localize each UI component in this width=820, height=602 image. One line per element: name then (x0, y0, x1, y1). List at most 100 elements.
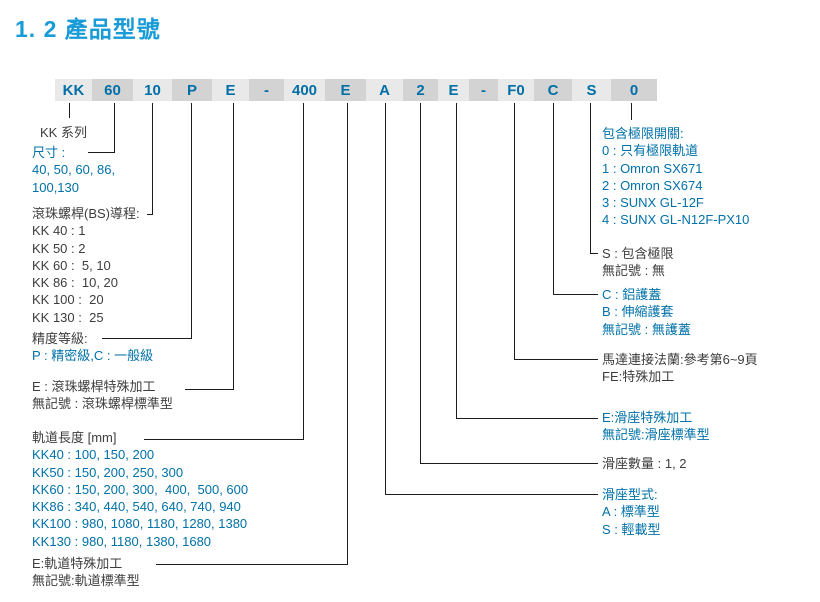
model-segment-5: E (212, 79, 249, 101)
connector-line (385, 494, 598, 495)
callout-line: KK100 : 980, 1080, 1180, 1280, 1380 (32, 516, 248, 532)
callout-block-special: E:滑座特殊加工無記號:滑座標準型 (602, 409, 710, 444)
model-segment-15: S (572, 79, 611, 101)
model-segment-6: - (249, 79, 284, 101)
callout-line: 1 : Omron SX671 (602, 160, 703, 176)
callout-line: 無記號 : 滾珠螺桿標準型 (32, 396, 173, 412)
model-segment-11: E (438, 79, 469, 101)
model-segment-2: 60 (92, 79, 133, 101)
callout-line: KK50 : 150, 200, 250, 300 (32, 464, 184, 480)
connector-line (69, 103, 70, 118)
callout-line: 無記號 : 無 (602, 263, 665, 279)
model-segment-9: A (366, 79, 403, 101)
model-segment-12: - (469, 79, 498, 101)
callout-flange: 馬達連接法蘭:參考第6~9頁 FE:特殊加工 (602, 351, 758, 386)
callout-line: KK 系列 (40, 125, 87, 140)
callout-line: 軌道長度 [mm] (32, 430, 117, 445)
connector-line (114, 103, 115, 152)
callout-limit: S : 包含極限無記號 : 無 (602, 245, 674, 280)
callout-line: 無記號:滑座標準型 (602, 427, 710, 443)
connector-line (456, 418, 598, 419)
callout-line: 滑座數量 : 1, 2 (602, 456, 687, 471)
callout-line: 4 : SUNX GL-N12F-PX10 (602, 212, 750, 228)
model-segment-13: F0 (498, 79, 534, 101)
callout-line: 3 : SUNX GL-12F (602, 195, 704, 211)
connector-line (456, 103, 457, 418)
callout-line: S : 包含極限 (602, 246, 674, 261)
model-segment-3: 10 (133, 79, 172, 101)
model-segment-7: 400 (284, 79, 325, 101)
connector-line (102, 338, 192, 339)
callout-series: KK 系列 (40, 124, 87, 141)
callout-rail-special: E:軌道特殊加工無記號:軌道標準型 (32, 555, 140, 590)
callout-line: 100,130 (32, 179, 79, 195)
callout-cover: C : 鋁護蓋 B : 伸縮護套無記號 : 無護蓋 (602, 286, 691, 338)
model-segment-10: 2 (403, 79, 438, 101)
callout-line: 滾珠螺桿(BS)導程: (32, 206, 140, 221)
callout-line: S : 輕載型 (602, 521, 661, 537)
connector-line (185, 389, 234, 390)
callout-line: 40, 50, 60, 86, (32, 162, 116, 178)
callout-line: 尺寸 : (32, 145, 69, 160)
connector-line (88, 152, 115, 153)
callout-line: KK130 : 980, 1180, 1380, 1680 (32, 533, 212, 549)
connector-line (514, 103, 515, 359)
callout-line: KK40 : 100, 150, 200 (32, 447, 155, 463)
connector-line (233, 103, 234, 389)
callout-line: 無記號:軌道標準型 (32, 573, 140, 589)
callout-line: KK 130 : 25 (32, 309, 104, 325)
callout-line: 0 : 只有極限軌道 (602, 143, 699, 159)
callout-line: C : 鋁護蓋 (602, 287, 662, 302)
callout-line: FE:特殊加工 (602, 369, 675, 385)
callout-line: E:滑座特殊加工 (602, 410, 693, 425)
callout-line: KK86 : 340, 440, 540, 640, 740, 940 (32, 499, 241, 515)
callout-line: KK60 : 150, 200, 300, 400, 500, 600 (32, 481, 249, 497)
callout-line: 精度等級: (32, 331, 88, 346)
callout-line: P : 精密級,C : 一般級 (32, 348, 154, 364)
model-segment-16: 0 (611, 79, 657, 101)
connector-line (514, 359, 598, 360)
connector-line (420, 103, 421, 463)
connector-line (347, 103, 348, 564)
connector-line (156, 564, 348, 565)
page-title: 1. 2 產品型號 (15, 16, 161, 42)
callout-line: KK 100 : 20 (32, 292, 104, 308)
callout-line: 無記號 : 無護蓋 (602, 321, 691, 337)
connector-line (303, 103, 304, 439)
connector-line (152, 103, 153, 214)
connector-line (144, 439, 304, 440)
callout-line: A : 標準型 (602, 504, 660, 520)
callout-block-qty: 滑座數量 : 1, 2 (602, 455, 687, 472)
callout-bs-special: E : 滾珠螺桿特殊加工無記號 : 滾珠螺桿標準型 (32, 378, 173, 413)
model-segment-1: KK (55, 79, 92, 101)
connector-line (420, 463, 598, 464)
callout-line: KK 50 : 2 (32, 240, 86, 256)
callout-line: 馬達連接法蘭:參考第6~9頁 (602, 352, 758, 367)
callout-line: KK 86 : 10, 20 (32, 275, 119, 291)
model-segment-4: P (172, 79, 212, 101)
callout-line: E : 滾珠螺桿特殊加工 (32, 379, 156, 394)
connector-line (553, 103, 554, 294)
callout-line: B : 伸縮護套 (602, 304, 674, 320)
connector-line (191, 103, 192, 338)
callout-line: 包含極限開關: (602, 126, 684, 141)
callout-size: 尺寸 : 40, 50, 60, 86,100,130 (32, 144, 115, 196)
callout-precision: 精度等級: P : 精密級,C : 一般級 (32, 330, 153, 365)
callout-line: KK 60 : 5, 10 (32, 257, 111, 273)
callout-line: 2 : Omron SX674 (602, 177, 703, 193)
connector-line (147, 214, 153, 215)
connector-line (553, 294, 598, 295)
connector-line (631, 103, 632, 120)
connector-line (385, 103, 386, 494)
callout-line: 滑座型式: (602, 487, 658, 502)
connector-line (590, 253, 598, 254)
model-segment-8: E (325, 79, 366, 101)
callout-line: KK 40 : 1 (32, 223, 86, 239)
callout-line: E:軌道特殊加工 (32, 556, 123, 571)
